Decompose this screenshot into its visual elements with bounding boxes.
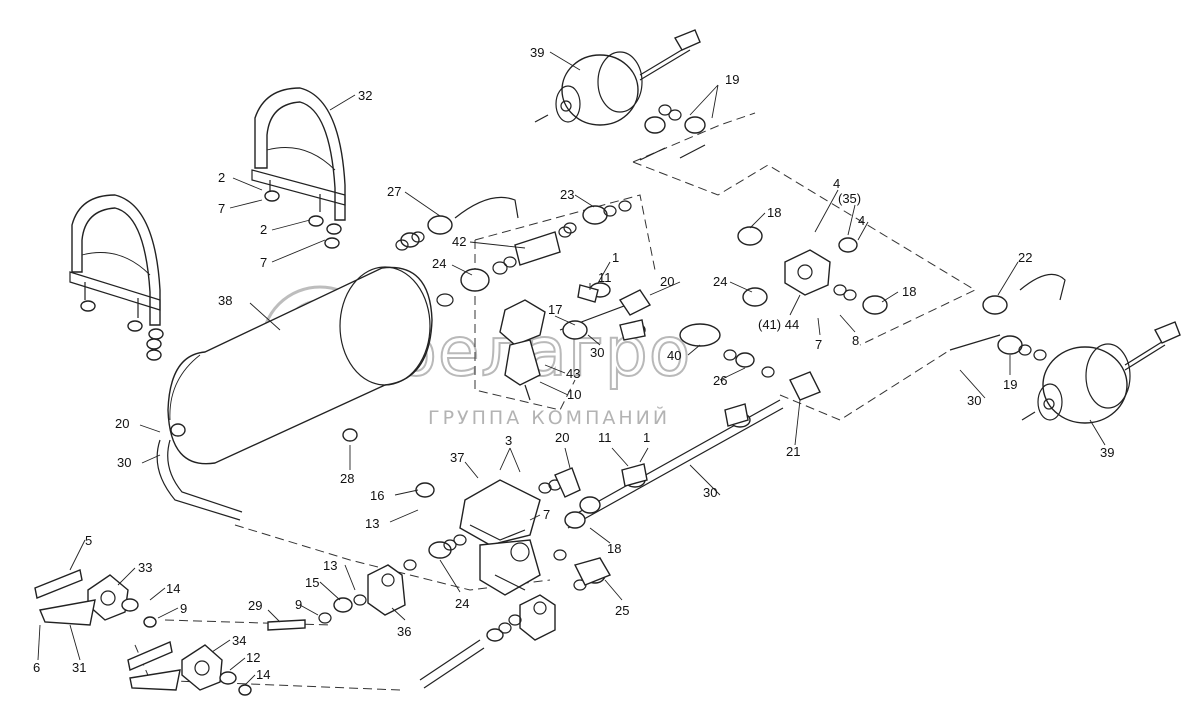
- callout-20: 20: [555, 430, 569, 445]
- fittings: [121, 104, 1066, 696]
- callout-6: 6: [33, 660, 40, 675]
- callout-15: 15: [305, 575, 319, 590]
- valve-44: [784, 249, 831, 296]
- tank-strap-rear: [69, 194, 161, 326]
- callout-40: 40: [667, 348, 681, 363]
- callout-19: 19: [725, 72, 739, 87]
- brake-chamber-top: [534, 29, 701, 126]
- air-tank: [167, 266, 433, 465]
- callout-18: 18: [607, 541, 621, 556]
- callout-18: 18: [902, 284, 916, 299]
- callout-30: 30: [117, 455, 131, 470]
- tank-strap-front: [251, 87, 346, 221]
- watermark-subtitle: ГРУППА КОМПАНИЙ: [428, 406, 670, 429]
- valve-lower: [519, 594, 556, 641]
- callout-34: 34: [232, 633, 246, 648]
- callout-11: 11: [598, 270, 612, 285]
- callout-4: 4: [858, 213, 865, 228]
- callout-43: 43: [566, 366, 580, 381]
- callout-25: 25: [615, 603, 629, 618]
- callout-27: 27: [387, 184, 401, 199]
- callout-3: 3: [505, 433, 512, 448]
- callout-8: 8: [852, 333, 859, 348]
- callout-14: 14: [166, 581, 180, 596]
- callout-26: 26: [713, 373, 727, 388]
- callout-7: 7: [815, 337, 822, 352]
- coupling-head-33: [87, 574, 129, 621]
- coupling-head-34: [181, 644, 223, 691]
- pipes: [156, 144, 1001, 689]
- callout-30: 30: [967, 393, 981, 408]
- callout-1: 1: [612, 250, 619, 265]
- callout-10: 10: [567, 387, 581, 402]
- callout-39: 39: [530, 45, 544, 60]
- callout-18: 18: [767, 205, 781, 220]
- callout-22: 22: [1018, 250, 1032, 265]
- valve-43: [499, 299, 546, 401]
- callout-42: 42: [452, 234, 466, 249]
- callout-30: 30: [590, 345, 604, 360]
- callout-30: 30: [703, 485, 717, 500]
- callout-5: 5: [85, 533, 92, 548]
- callout-12: 12: [246, 650, 260, 665]
- callout-32: 32: [358, 88, 372, 103]
- callout-1: 1: [643, 430, 650, 445]
- valve-37: [459, 479, 541, 596]
- callout-2: 2: [260, 222, 267, 237]
- callout-9: 9: [295, 597, 302, 612]
- callout-17: 17: [548, 302, 562, 317]
- callout-31: 31: [72, 660, 86, 675]
- callout-24: 24: [432, 256, 446, 271]
- valve-36: [367, 564, 406, 616]
- callout-20: 20: [660, 274, 674, 289]
- callout-labels: 39 32 19 2 7 2 7 27 23 42 18 4 (35) 4 22…: [33, 45, 1114, 682]
- mounting-brackets: [34, 569, 181, 691]
- brake-chamber-right: [1021, 321, 1181, 424]
- callout-28: 28: [340, 471, 354, 486]
- callout-13: 13: [323, 558, 337, 573]
- callout-4: 4: [833, 176, 840, 191]
- leader-lines: [37, 51, 1106, 686]
- callout-20: 20: [115, 416, 129, 431]
- callout-7: 7: [218, 201, 225, 216]
- callout-7: 7: [543, 507, 550, 522]
- callout-14: 14: [256, 667, 270, 682]
- callout-24: 24: [455, 596, 469, 611]
- callout-24: 24: [713, 274, 727, 289]
- callout-33: 33: [138, 560, 152, 575]
- callout-37: 37: [450, 450, 464, 465]
- callout-39: 39: [1100, 445, 1114, 460]
- callout-29: 29: [248, 598, 262, 613]
- callout-19: 19: [1003, 377, 1017, 392]
- callout-23: 23: [560, 187, 574, 202]
- callout-16: 16: [370, 488, 384, 503]
- strap-nuts: [80, 190, 342, 361]
- callout-2: 2: [218, 170, 225, 185]
- callout-36: 36: [397, 624, 411, 639]
- callout-7: 7: [260, 255, 267, 270]
- watermark-brand: белагро: [395, 313, 691, 392]
- callout-13: 13: [365, 516, 379, 531]
- callout-41-44: (41) 44: [758, 317, 799, 332]
- callout-21: 21: [786, 444, 800, 459]
- callout-9: 9: [180, 601, 187, 616]
- callout-11: 11: [598, 430, 612, 445]
- callout-35: (35): [838, 191, 861, 206]
- callout-38: 38: [218, 293, 232, 308]
